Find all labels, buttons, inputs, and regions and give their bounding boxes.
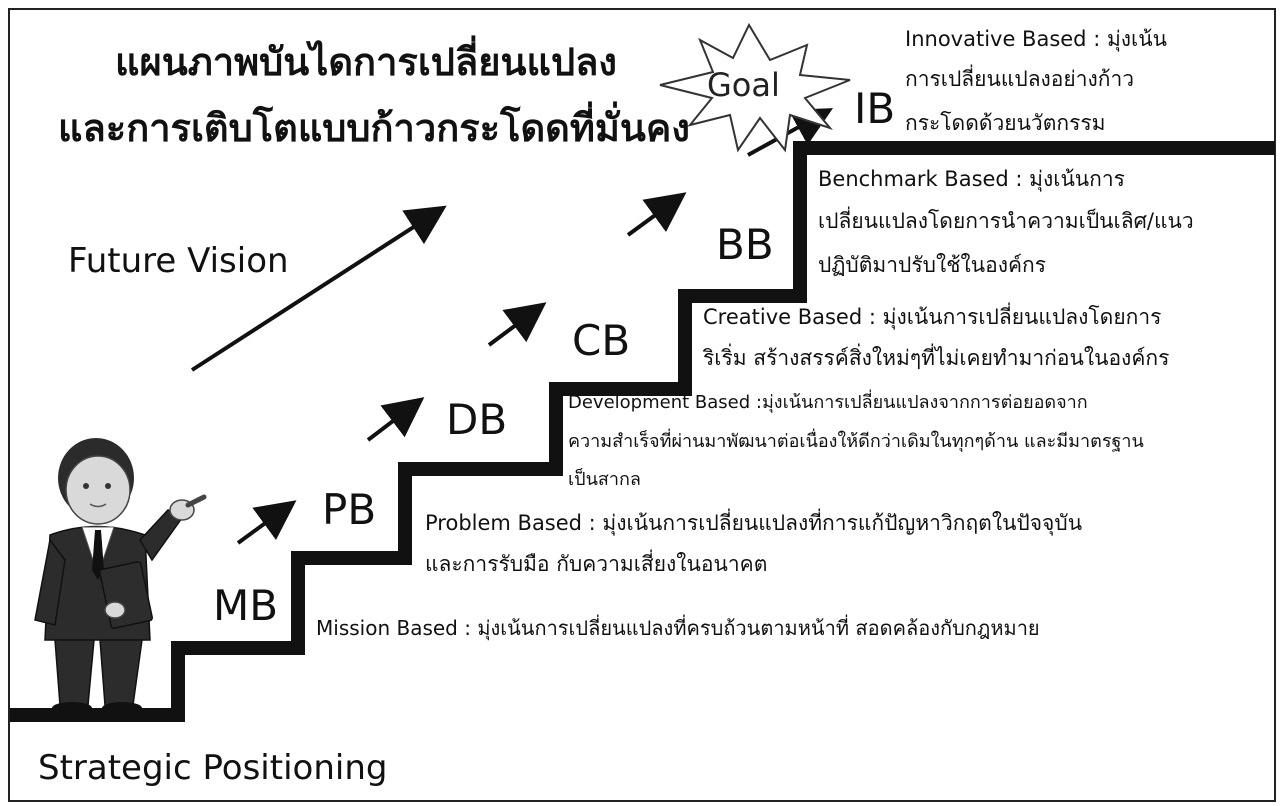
benchmark-based-desc-1: Benchmark Based : มุ่งเน้นการ bbox=[818, 167, 1125, 191]
arrow-cb-bb bbox=[626, 192, 687, 237]
staircase bbox=[10, 141, 1275, 722]
future-vision-label: Future Vision bbox=[68, 241, 289, 281]
arrow-pb-db bbox=[366, 397, 425, 442]
strategic-positioning-label: Strategic Positioning bbox=[38, 748, 388, 788]
diagram-frame bbox=[8, 8, 1276, 802]
problem-based-desc-1: Problem Based : มุ่งเน้นการเปลี่ยนแปลงที… bbox=[425, 511, 1083, 535]
title-line-2: และการเติบโตแบบก้าวกระโดดที่มั่นคง bbox=[58, 106, 690, 150]
innovative-based-desc-3: กระโดดด้วยนวัตกรรม bbox=[905, 111, 1106, 135]
title-line-1: แผนภาพบันไดการเปลี่ยนแปลง bbox=[115, 40, 617, 84]
mission-based-desc: Mission Based : มุ่งเน้นการเปลี่ยนแปลงที… bbox=[316, 616, 1040, 640]
creative-based-desc-2: ริเริ่ม สร้างสรรค์สิ่งใหม่ๆที่ไม่เคยทำมา… bbox=[703, 346, 1170, 370]
arrow-db-cb bbox=[487, 302, 547, 347]
problem-based-desc-2: และการรับมือ กับความเสี่ยงในอนาคต bbox=[425, 552, 768, 576]
step-bb: BB bbox=[716, 220, 774, 269]
businessman-figure bbox=[34, 438, 207, 714]
step-mb: MB bbox=[213, 581, 279, 630]
step-db: DB bbox=[446, 395, 508, 444]
benchmark-based-desc-2: เปลี่ยนแปลงโดยการนำความเป็นเลิศ/แนว bbox=[818, 209, 1194, 233]
step-pb: PB bbox=[322, 485, 377, 534]
goal-label: Goal bbox=[707, 66, 780, 104]
development-based-desc-3: เป็นสากล bbox=[568, 469, 641, 490]
arrow-mb-pb bbox=[236, 500, 297, 545]
development-based-desc-1: Development Based :มุ่งเน้นการเปลี่ยนแปล… bbox=[568, 392, 1088, 413]
goal-starburst bbox=[659, 22, 851, 153]
step-cb: CB bbox=[572, 316, 631, 365]
innovative-based-desc-2: การเปลี่ยนแปลงอย่างก้าว bbox=[905, 67, 1135, 91]
creative-based-desc-1: Creative Based : มุ่งเน้นการเปลี่ยนแปลงโ… bbox=[703, 305, 1162, 329]
step-ib: IB bbox=[854, 84, 896, 133]
arrow-future-vision bbox=[190, 205, 447, 372]
innovative-based-desc-1: Innovative Based : มุ่งเน้น bbox=[905, 27, 1167, 51]
development-based-desc-2: ความสำเร็จที่ผ่านมาพัฒนาต่อเนื่องให้ดีกว… bbox=[568, 431, 1144, 452]
benchmark-based-desc-3: ปฏิบัติมาปรับใช้ในองค์กร bbox=[818, 253, 1046, 277]
